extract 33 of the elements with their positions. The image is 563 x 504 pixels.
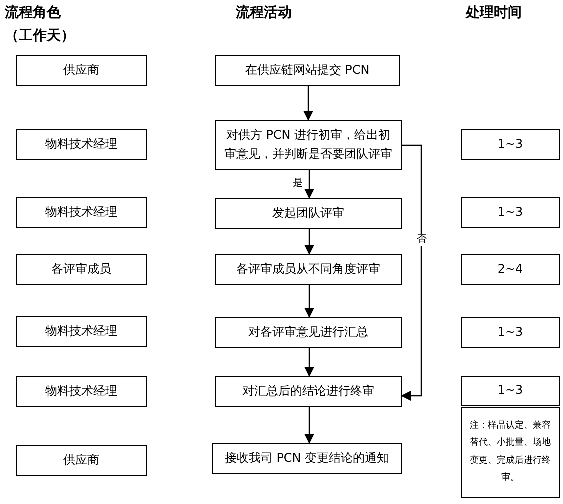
column-heading: 流程活动	[236, 4, 292, 22]
edge-label: 否	[416, 234, 428, 246]
arrow	[401, 144, 422, 401]
column-heading: （工作天）	[5, 27, 75, 45]
role-box: 各评审成员	[16, 254, 147, 285]
role-box: 物料技术经理	[16, 376, 147, 407]
process-box: 发起团队评审	[215, 198, 402, 229]
role-box: 物料技术经理	[16, 197, 147, 228]
process-box: 接收我司 PCN 变更结论的通知	[212, 443, 402, 474]
process-box: 对各评审意见进行汇总	[215, 317, 402, 348]
duration-box: 2~4	[461, 254, 560, 285]
arrow	[304, 86, 314, 121]
arrow	[304, 407, 314, 444]
process-box: 各评审成员从不同角度评审	[215, 254, 402, 285]
process-box: 对供方 PCN 进行初审，给出初审意见，并判断是否要团队评审	[215, 120, 402, 170]
role-box: 物料技术经理	[16, 316, 147, 347]
arrow	[304, 170, 314, 199]
role-box: 供应商	[16, 445, 147, 476]
duration-box: 1~3	[461, 317, 560, 348]
edge-label: 是	[292, 178, 304, 190]
process-box: 在供应链网站提交 PCN	[215, 55, 400, 86]
role-box: 供应商	[16, 55, 147, 86]
duration-box: 1~3	[461, 376, 560, 406]
duration-box: 1~3	[461, 197, 560, 228]
process-box: 对汇总后的结论进行终审	[215, 376, 402, 407]
arrow	[304, 348, 314, 377]
arrow	[304, 229, 314, 255]
arrow	[304, 285, 314, 318]
column-heading: 流程角色	[5, 4, 61, 22]
duration-box: 1~3	[461, 129, 560, 160]
role-box: 物料技术经理	[16, 129, 147, 160]
column-heading: 处理时间	[466, 4, 522, 22]
note-box: 注：样品认定、兼容替代、小批量、场地变更、完成后进行终审。	[461, 407, 560, 498]
